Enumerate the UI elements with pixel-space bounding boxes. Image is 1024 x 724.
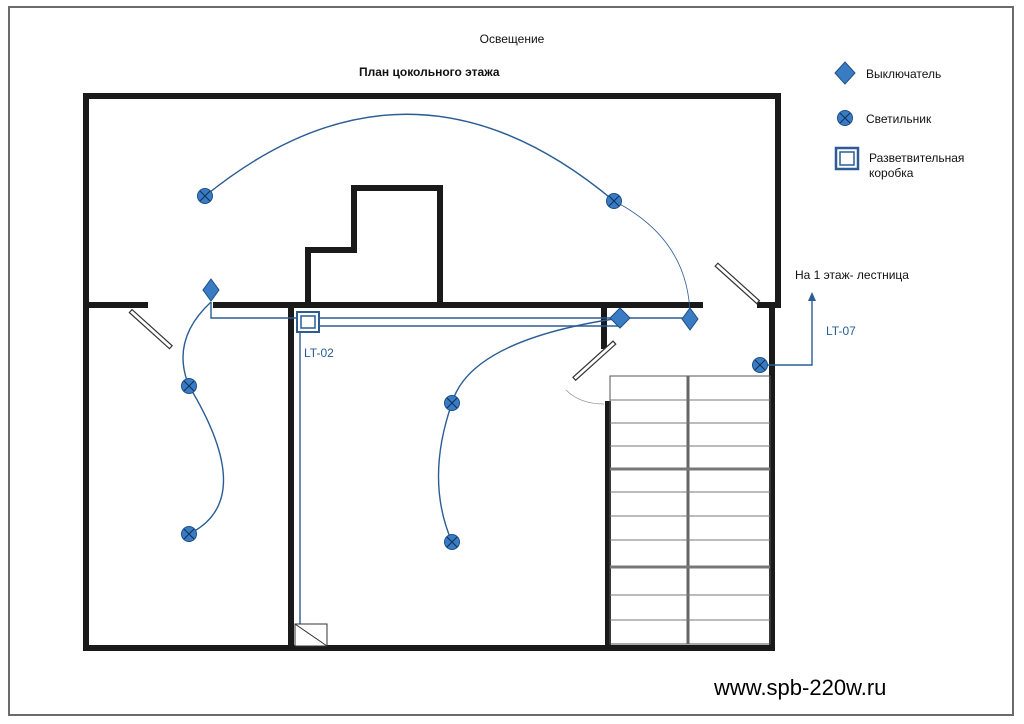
lamp-icon (606, 193, 622, 209)
lamp-icon (444, 395, 460, 411)
lamp-icon (444, 534, 460, 550)
door-leaf-stair (572, 340, 617, 382)
central-block (305, 185, 443, 308)
legend-diamond-icon (834, 61, 856, 85)
wire-bus (210, 302, 690, 319)
drawing-frame (8, 6, 1014, 716)
junction-boxes (294, 311, 328, 647)
doors (128, 262, 761, 405)
lamp-icon (181, 526, 197, 542)
arrow-up-icon (808, 292, 816, 301)
switch-icon (609, 307, 631, 329)
legend-square-inner-icon (839, 151, 855, 166)
circuit-label-lt02: LT-02 (304, 346, 334, 360)
page-title: Освещение (479, 32, 545, 46)
door-leaf-entry (714, 262, 761, 305)
junction-box-inner-icon (300, 315, 316, 329)
wire-west-room (182, 301, 225, 535)
outer-wall (83, 93, 781, 308)
stair-outline (609, 375, 771, 645)
wiring (182, 113, 816, 640)
lamp-icon (197, 188, 213, 204)
outer-wall-west-south (83, 93, 775, 651)
door-swing-stair (565, 389, 605, 405)
wire-lt07 (760, 298, 813, 366)
stair-treads (610, 399, 770, 621)
stairs-note: На 1 этаж- лестница (795, 268, 909, 282)
legend-switch-label: Выключатель (866, 67, 942, 81)
plan-title: План цокольного этажа (359, 65, 500, 79)
legend-symbols (834, 61, 860, 171)
junction-box-icon (296, 311, 320, 333)
circuit-label-lt07: LT-07 (826, 324, 856, 338)
walls (83, 93, 781, 651)
legend-square-icon (834, 146, 860, 171)
wire-north-lamps (204, 113, 615, 202)
lamp-icon (752, 357, 768, 373)
switch-icon (202, 278, 220, 302)
footer-url: www.spb-220w.ru (714, 675, 887, 700)
legend-lamp-label: Светильник (866, 112, 932, 126)
legend-box-label: Разветвительная коробка (869, 151, 965, 180)
wire-north-to-switch (613, 200, 691, 319)
switches (202, 278, 699, 331)
legend-circle-cross-icon (837, 110, 853, 126)
lamp-icon (181, 378, 197, 394)
lamps (181, 188, 768, 550)
switch-icon (681, 307, 699, 331)
riser-box-diagonal (294, 623, 328, 647)
door-leaf-west (128, 308, 174, 350)
wire-center-room (437, 317, 621, 543)
staircase (609, 375, 771, 645)
